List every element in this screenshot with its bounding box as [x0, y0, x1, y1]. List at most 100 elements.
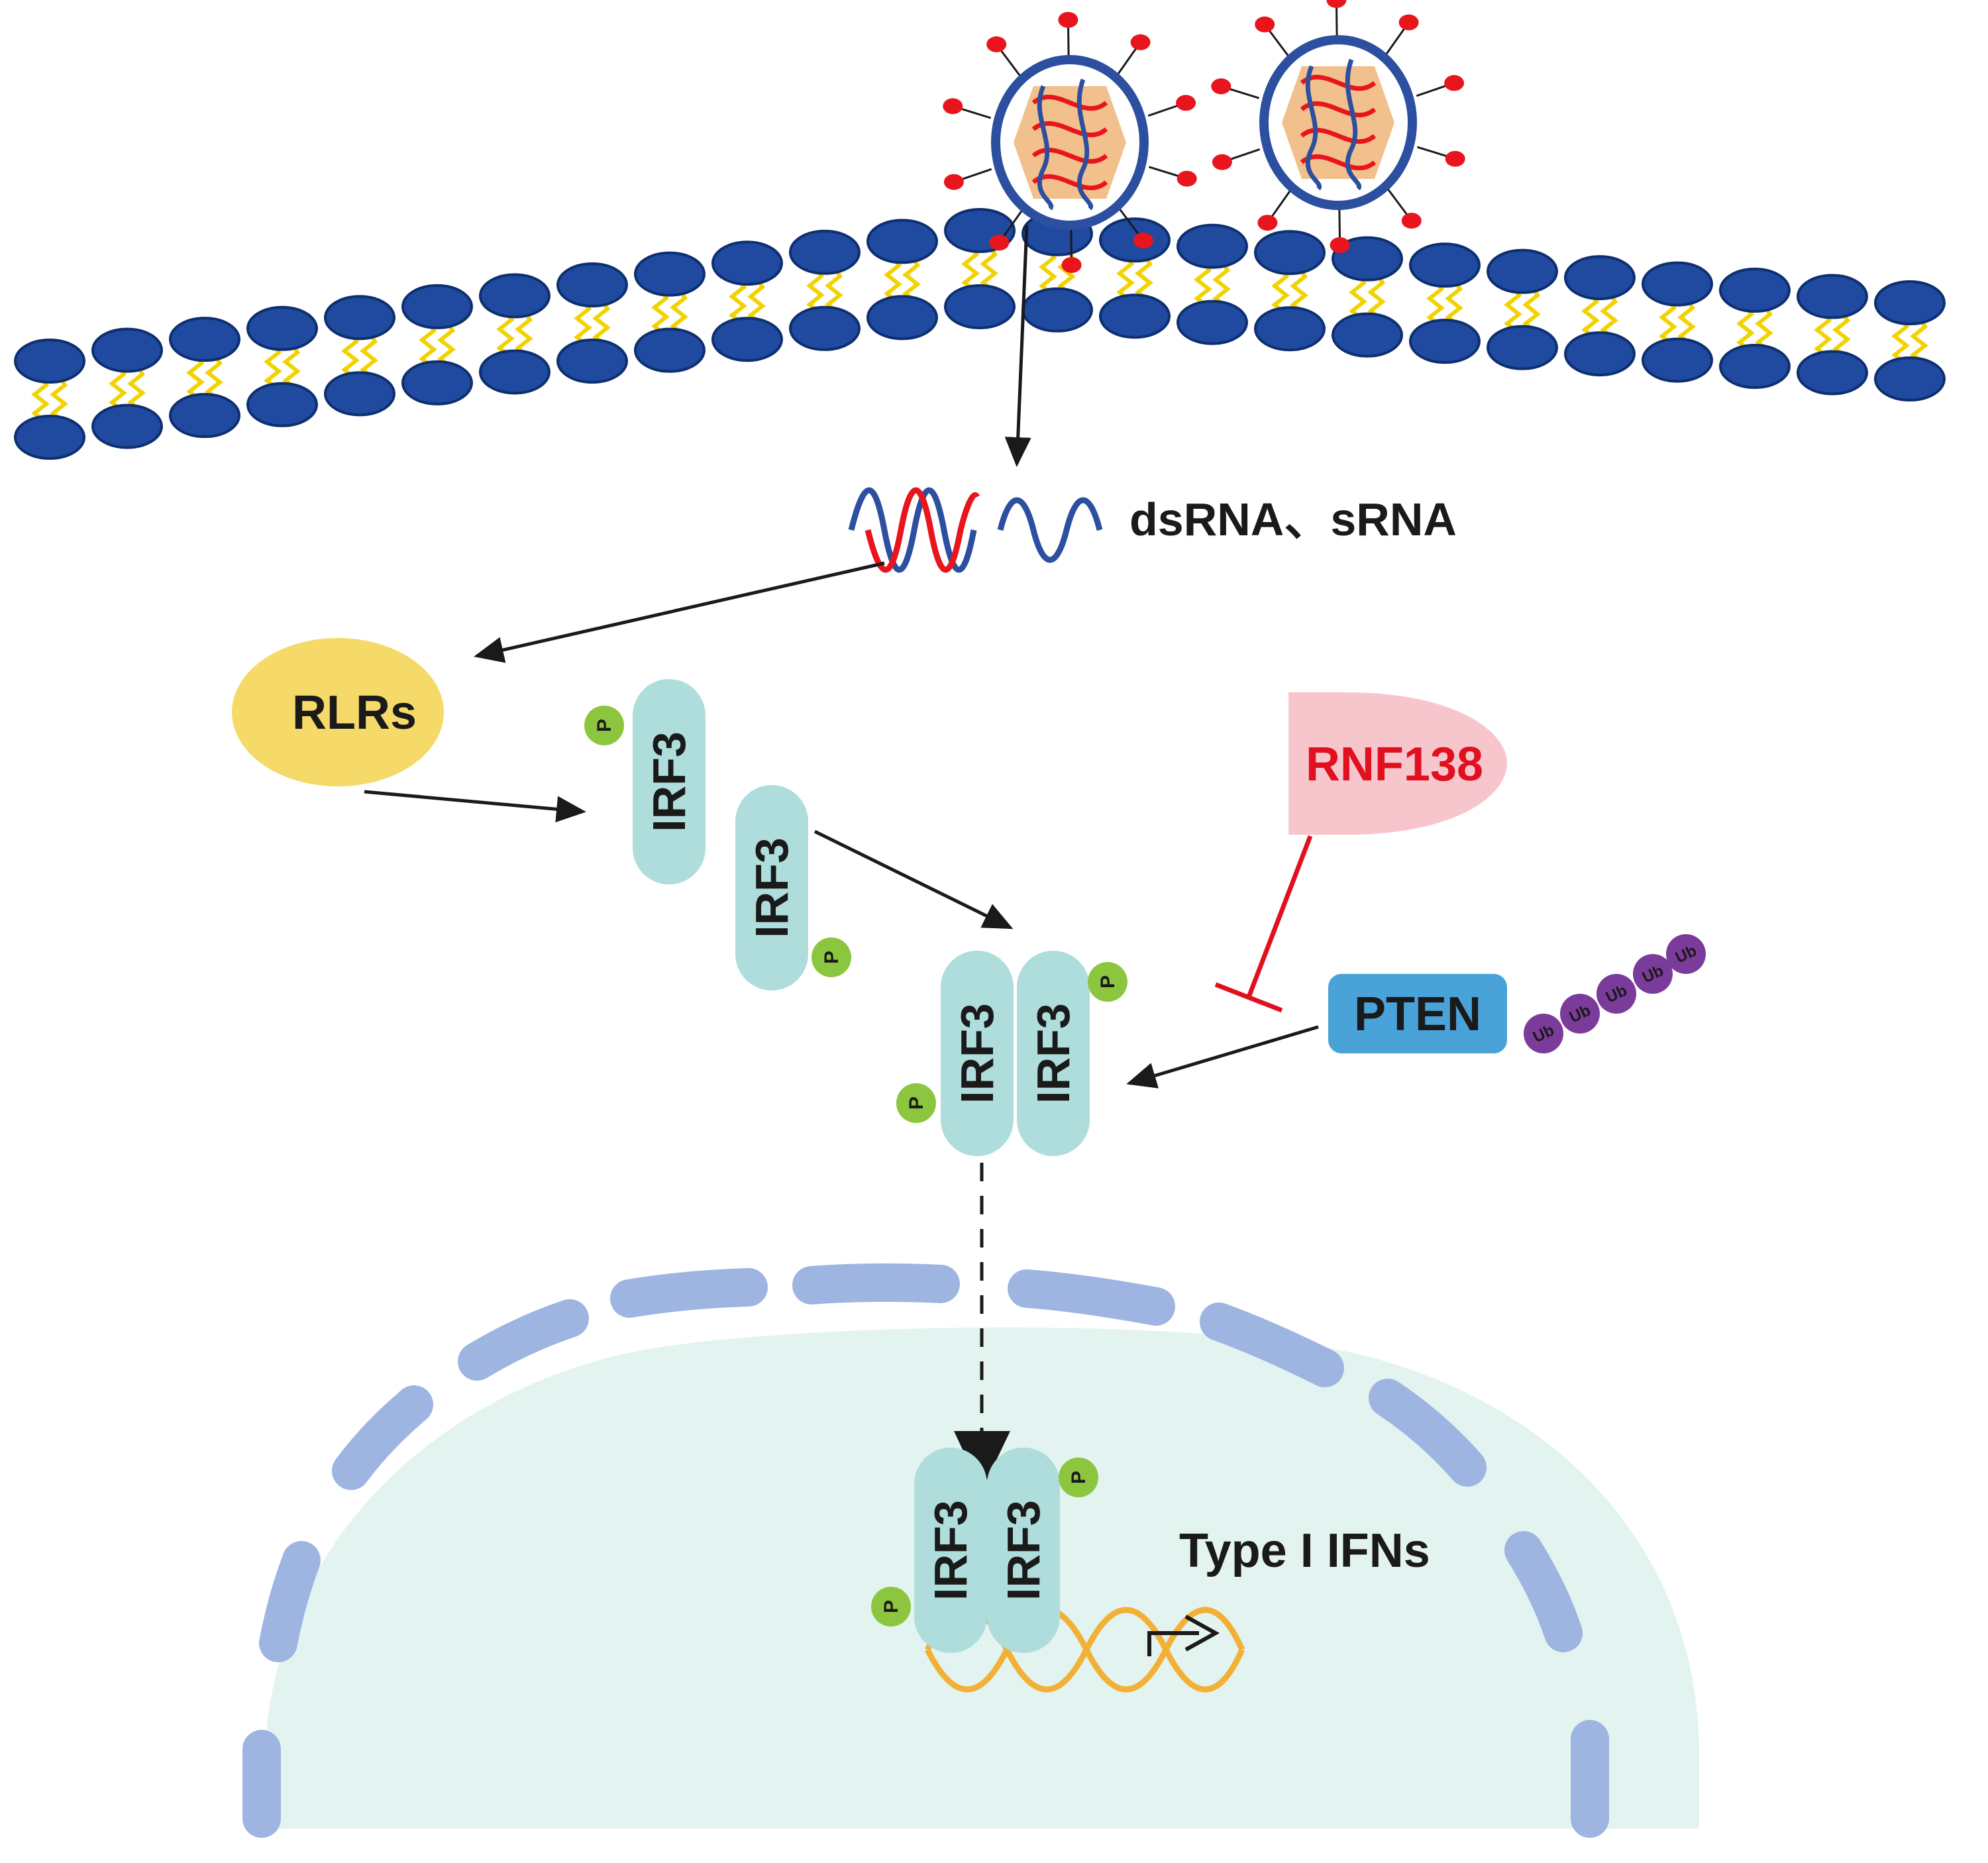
lipid-head	[556, 262, 628, 308]
ubiquitin-bead: Ub	[1524, 1014, 1563, 1053]
lipid-head	[169, 317, 240, 362]
rnf138-label: RNF138	[1306, 738, 1483, 791]
lipid-head	[401, 360, 473, 405]
rlrs-node	[232, 638, 444, 786]
lipid-head	[789, 229, 861, 275]
irf3-dimer-cytoplasm: IRF3 IRF3 P P	[896, 951, 1127, 1156]
pten-to-dimer-arrow	[1126, 1025, 1319, 1089]
phospho-badge: P	[584, 706, 624, 745]
lipid-tail	[360, 331, 378, 381]
lipid-head	[246, 305, 318, 351]
lipid-tail	[264, 342, 282, 392]
dsrna-icon	[848, 487, 980, 573]
lipid-head	[634, 327, 706, 373]
lipid-tail	[1290, 266, 1308, 316]
lipid-tail	[1659, 297, 1677, 347]
lipid-head	[1487, 325, 1558, 370]
pten-label: PTEN	[1354, 988, 1481, 1041]
lipid-head	[91, 403, 163, 449]
type-i-ifns-label: Type I IFNs	[1179, 1524, 1430, 1577]
lipid-tail	[1891, 316, 1910, 366]
lipid-head	[1409, 242, 1481, 288]
lipid-tail	[1522, 285, 1541, 335]
irf3-dimer-nucleus: IRF3 IRF3 P P	[871, 1448, 1098, 1653]
lipid-head	[634, 251, 706, 297]
phospho-badge: P	[871, 1587, 911, 1626]
virus-free	[1211, 0, 1465, 253]
irf3-label: IRF3	[1027, 1003, 1079, 1104]
lipid-tail	[1271, 266, 1290, 316]
lipid-tail	[592, 298, 611, 348]
svg-text:P: P	[1097, 975, 1119, 988]
phospho-badge: P	[811, 937, 851, 977]
lipid-head	[479, 349, 550, 395]
lipid-tail	[1581, 291, 1600, 341]
lipid-head	[324, 371, 395, 417]
lipid-tail	[1426, 278, 1445, 329]
lipid-head	[1332, 312, 1403, 358]
virus-spike-head	[1061, 257, 1082, 273]
lipid-head	[1874, 280, 1946, 326]
lipid-tail	[1600, 291, 1618, 341]
lipid-head	[944, 284, 1016, 329]
virus-spikes	[943, 12, 1197, 273]
virus-spike-head	[1133, 233, 1153, 249]
lipid-tail	[437, 320, 456, 370]
lipid-tail	[651, 288, 670, 337]
virus-spike-head	[1330, 237, 1350, 253]
lipid-tail	[1445, 278, 1463, 329]
lipid-head	[711, 317, 783, 362]
svg-text:P: P	[880, 1600, 902, 1613]
lipid-head	[479, 273, 550, 319]
lipid-head	[1254, 306, 1326, 352]
ubiquitin-bead: Ub	[1560, 994, 1600, 1034]
lipid-head	[169, 393, 240, 439]
rnf138-node	[1288, 692, 1507, 835]
svg-text:P: P	[821, 951, 843, 964]
lipid-tail	[419, 320, 437, 370]
entry-arrow	[1004, 225, 1031, 467]
transcription-arrow	[1147, 1615, 1220, 1656]
lipid-tail	[961, 244, 980, 294]
virus-spike-head	[1326, 0, 1347, 8]
translocation-arrowhead	[954, 1431, 1010, 1491]
lipid-tail	[1736, 303, 1755, 354]
virus-spike-head	[1211, 78, 1231, 95]
lipid-head	[1564, 331, 1636, 377]
virus-spike-head	[943, 174, 964, 190]
lipid-tail	[50, 374, 68, 425]
lipid-tail	[496, 309, 515, 359]
lipid-tail	[282, 342, 301, 392]
lipid-tail	[1504, 285, 1522, 335]
lipid-tail	[747, 276, 766, 327]
lipid-head	[14, 339, 85, 384]
lipid-tail	[1814, 309, 1832, 360]
lipid-tail	[1194, 260, 1212, 310]
virus-spike-head	[986, 36, 1007, 52]
lipid-tail	[1367, 272, 1386, 323]
irf3-label: IRF3	[746, 837, 798, 938]
lipid-head	[246, 382, 318, 427]
lipid-tail	[1116, 253, 1135, 303]
lipid-tail	[109, 363, 127, 413]
rna-to-rlrs-arrow	[474, 561, 885, 663]
lipid-tail	[186, 352, 205, 403]
lipid-head	[1797, 350, 1868, 396]
irf3-to-dimer-arrow	[813, 829, 1014, 930]
lipid-tail	[1755, 303, 1773, 354]
rna-label: dsRNA、sRNA	[1129, 494, 1457, 545]
ubiquitin-bead: Ub	[1633, 954, 1673, 994]
svg-text:P: P	[1068, 1471, 1090, 1484]
lipid-tail	[670, 288, 688, 337]
lipid-tail	[341, 331, 360, 381]
lipid-head	[401, 284, 473, 329]
lipid-tail	[884, 254, 902, 305]
virus-spike-head	[1058, 12, 1078, 28]
lipid-head	[1719, 344, 1791, 390]
irf3-label: IRF3	[925, 1500, 976, 1601]
ubiquitin-bead: Ub	[1596, 974, 1636, 1014]
lipid-head	[866, 295, 938, 341]
lipid-tail	[980, 244, 998, 294]
virus-spike-head	[1257, 215, 1278, 231]
